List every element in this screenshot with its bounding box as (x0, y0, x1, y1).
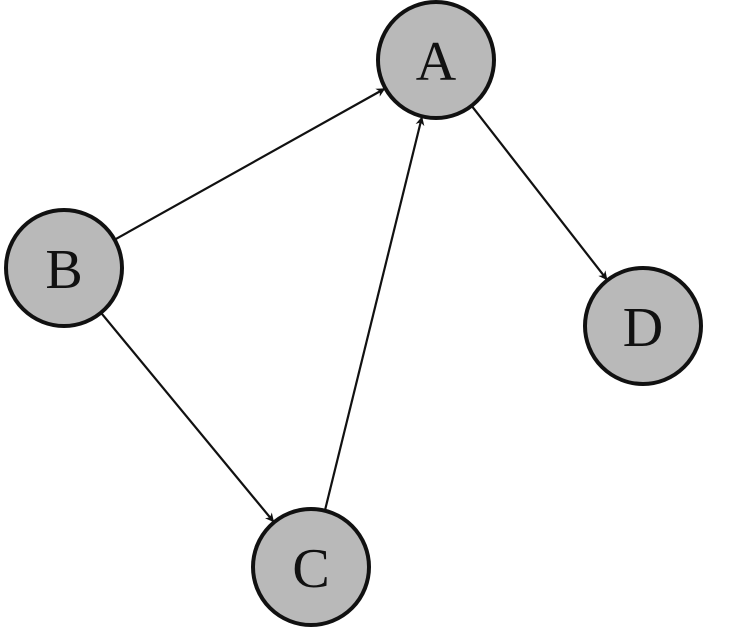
node-label-a: A (416, 31, 457, 93)
node-b: B (4, 208, 124, 328)
edge-c-to-a (323, 116, 425, 511)
node-c: C (251, 507, 371, 627)
node-label-b: B (45, 239, 82, 301)
node-label-c: C (292, 538, 329, 600)
node-label-d: D (623, 297, 663, 359)
node-circle-c (251, 507, 371, 627)
edge-b-to-a (114, 87, 386, 241)
edge-a-to-d (470, 105, 609, 281)
node-circle-d (583, 266, 703, 386)
node-circle-b (4, 208, 124, 328)
nodes-layer: A B C D (4, 0, 703, 627)
node-circle-a (376, 0, 496, 120)
edges-layer (100, 87, 609, 523)
node-a: A (376, 0, 496, 120)
edge-b-to-c (100, 312, 275, 523)
node-d: D (583, 266, 703, 386)
